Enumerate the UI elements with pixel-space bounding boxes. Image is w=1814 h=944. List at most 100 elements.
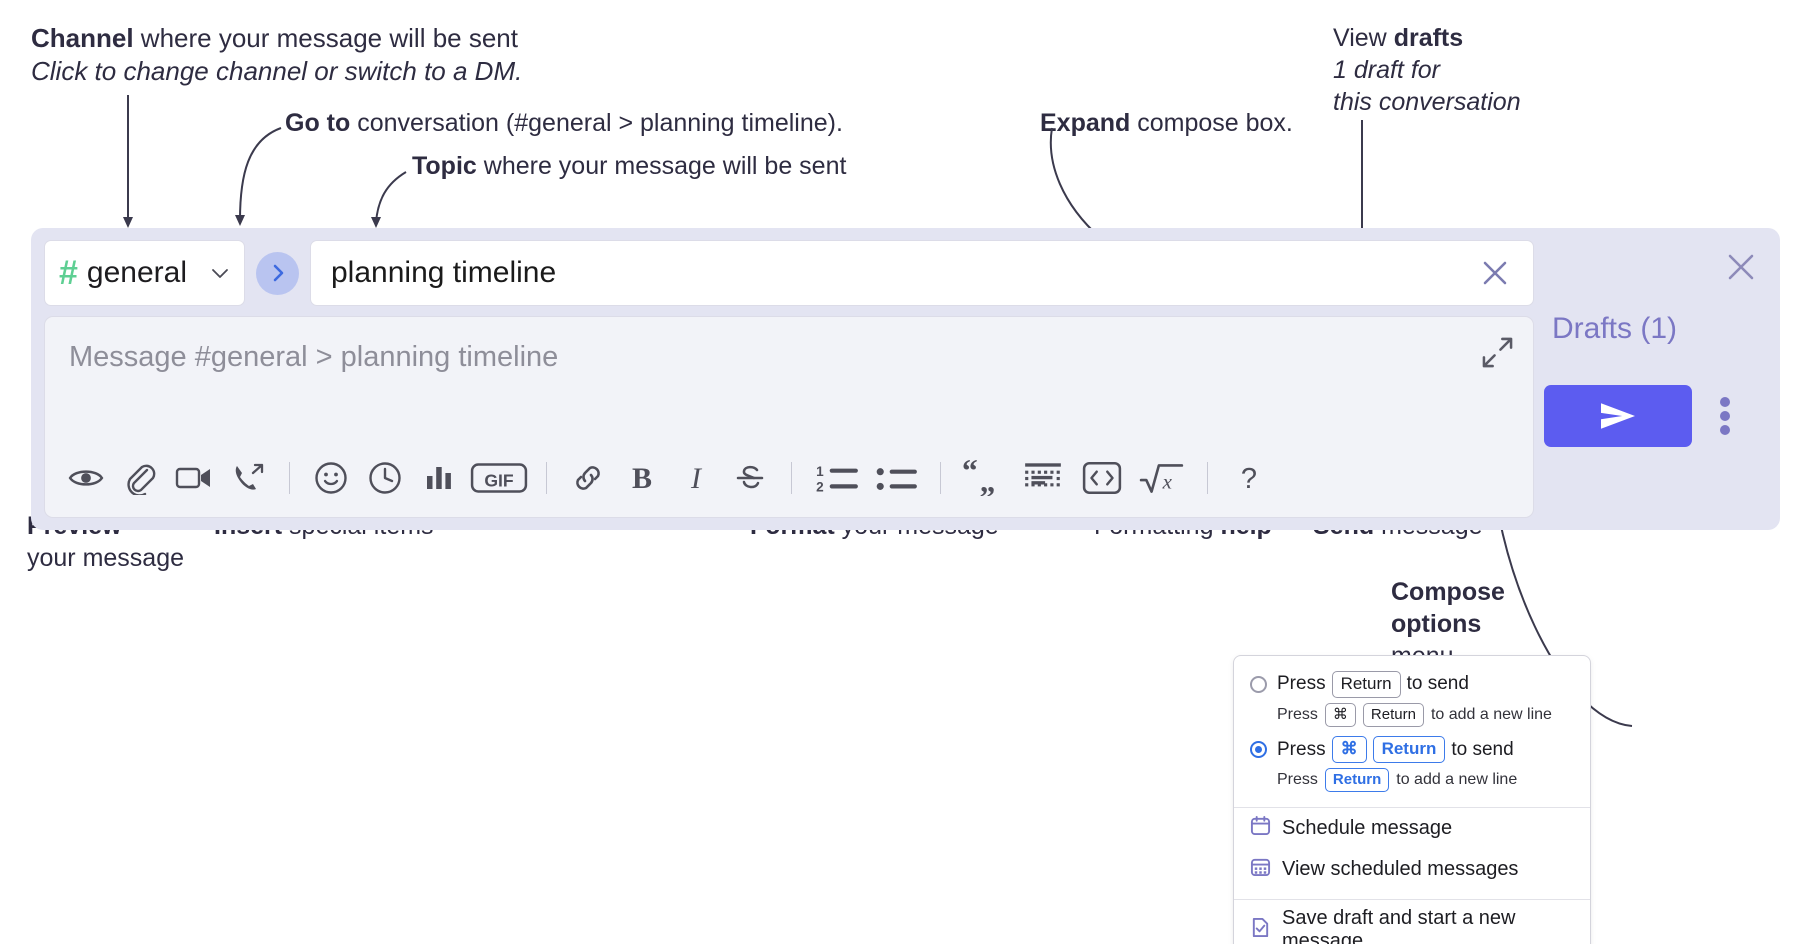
annotation-channel-bold: Channel [31,23,134,53]
annotation-drafts-italic2: this conversation [1333,88,1521,116]
chevron-right-icon [273,264,283,282]
bulleted-list-icon[interactable] [868,451,926,505]
annotation-expand: Expand compose box. [1040,107,1293,139]
annotation-channel-rest: where your message will be sent [133,23,518,53]
compose-options-menu: Press Return to send Press ⌘ Return to a… [1233,655,1591,944]
menu-radio-return-to-send[interactable]: Press Return to send [1234,668,1590,701]
toolbar-separator [791,462,792,494]
topic-input[interactable]: planning timeline [310,240,1534,306]
svg-text:GIF: GIF [484,470,514,490]
compose-panel: # general planning timeline M [31,228,1780,530]
sub-post-text: to add a new line [1430,706,1552,724]
bold-icon[interactable]: B [615,451,669,505]
attachment-icon[interactable] [113,451,167,505]
annotation-expand-rest: compose box. [1130,109,1293,137]
menu-subtext-cmd-return: Press Return to add a new line [1234,766,1590,798]
menu-divider [1234,899,1590,901]
preview-icon[interactable] [59,451,113,505]
key-chip-return: Return [1362,702,1424,728]
svg-text:x: x [1162,469,1173,493]
sub-pre-text: Press [1277,771,1318,789]
menu-radio-cmd-return-to-send[interactable]: Press ⌘ Return to send [1234,733,1590,766]
poll-icon[interactable] [412,451,466,505]
math-icon[interactable]: x [1131,451,1193,505]
italic-icon[interactable]: I [669,451,723,505]
message-input[interactable]: Message #general > planning timeline [44,316,1534,518]
toolbar-separator [1207,462,1208,494]
channel-selector-button[interactable]: # general [44,240,245,306]
menu-item-label: Schedule message [1282,817,1453,840]
kebab-dot [1720,425,1730,435]
formatting-toolbar: GIF B I [59,447,1523,509]
key-chip-return: Return [1372,736,1446,764]
close-compose-icon[interactable] [1724,250,1758,284]
svg-text:?: ? [1241,463,1257,495]
radio-label: Press ⌘ Return to send [1277,736,1514,764]
annotation-drafts-plain: View [1333,24,1394,52]
send-icon [1601,403,1635,429]
menu-item-view-scheduled-messages[interactable]: View scheduled messages [1234,849,1590,890]
radio-post-text: to send [1451,738,1514,760]
compose-header-row: # general planning timeline [44,240,1534,306]
radio-label: Press Return to send [1277,671,1469,698]
svg-text:1: 1 [816,464,824,479]
annotation-expand-bold: Expand [1040,109,1131,137]
send-button[interactable] [1544,385,1692,447]
gif-icon[interactable]: GIF [466,451,532,505]
radio-unselected-icon [1250,675,1267,693]
video-icon[interactable] [167,451,221,505]
key-chip-command: ⌘ [1331,736,1367,764]
menu-subtext-return: Press ⌘ Return to add a new line [1234,701,1590,733]
calendar-schedule-icon [1250,815,1271,842]
menu-item-schedule-message[interactable]: Schedule message [1234,808,1590,849]
compose-options-button[interactable] [1712,393,1738,439]
annotation-topic-rest: where your message will be sent [476,152,847,180]
menu-item-label: View scheduled messages [1282,858,1519,881]
help-icon[interactable]: ? [1222,451,1276,505]
toolbar-separator [940,462,941,494]
annotation-drafts-italic1: 1 draft for [1333,56,1440,84]
toolbar-separator [546,462,547,494]
annotation-drafts-bold: drafts [1393,24,1464,52]
menu-divider [1234,807,1590,809]
hash-icon: # [59,254,78,292]
svg-text:I: I [690,462,703,495]
annotation-goto-bold: Go to [285,109,351,137]
svg-text:B: B [632,462,652,495]
link-icon[interactable] [561,451,615,505]
call-icon[interactable] [221,451,275,505]
kebab-dot [1720,411,1730,421]
code-block-icon[interactable] [1013,451,1073,505]
annotation-compose-options-bold2: options [1391,610,1482,638]
menu-item-save-draft[interactable]: Save draft and start a new message [1234,900,1590,944]
annotation-goto: Go to conversation (#general > planning … [285,107,843,139]
chevron-down-icon [210,263,230,283]
svg-text:2: 2 [816,480,824,495]
svg-text:“: “ [962,460,978,488]
annotation-preview-line2: your message [27,544,185,572]
toolbar-separator [289,462,290,494]
clock-icon[interactable] [358,451,412,505]
strikethrough-icon[interactable] [723,451,777,505]
annotation-goto-rest: conversation (#general > planning timeli… [350,109,843,137]
compose-right-rail: Drafts (1) [1534,228,1780,530]
topic-input-value: planning timeline [331,256,557,289]
annotation-topic: Topic where your message will be sent [412,150,846,182]
clear-topic-icon[interactable] [1479,257,1511,289]
radio-pre-text: Press [1277,738,1326,760]
expand-compose-icon[interactable] [1482,337,1513,368]
blockquote-icon[interactable]: “„ [955,451,1013,505]
calendar-grid-icon [1250,856,1271,883]
go-to-conversation-button[interactable] [256,251,299,295]
inline-code-icon[interactable] [1073,451,1131,505]
kebab-dot [1720,397,1730,407]
emoji-icon[interactable] [304,451,358,505]
drafts-link[interactable]: Drafts (1) [1552,312,1678,345]
annotation-topic-bold: Topic [412,152,477,180]
radio-selected-icon [1250,741,1267,759]
annotation-drafts: View drafts 1 draft for this conversatio… [1333,22,1521,118]
key-chip-return: Return [1324,768,1390,793]
radio-post-text: to send [1406,673,1469,695]
message-input-placeholder: Message #general > planning timeline [69,341,559,373]
